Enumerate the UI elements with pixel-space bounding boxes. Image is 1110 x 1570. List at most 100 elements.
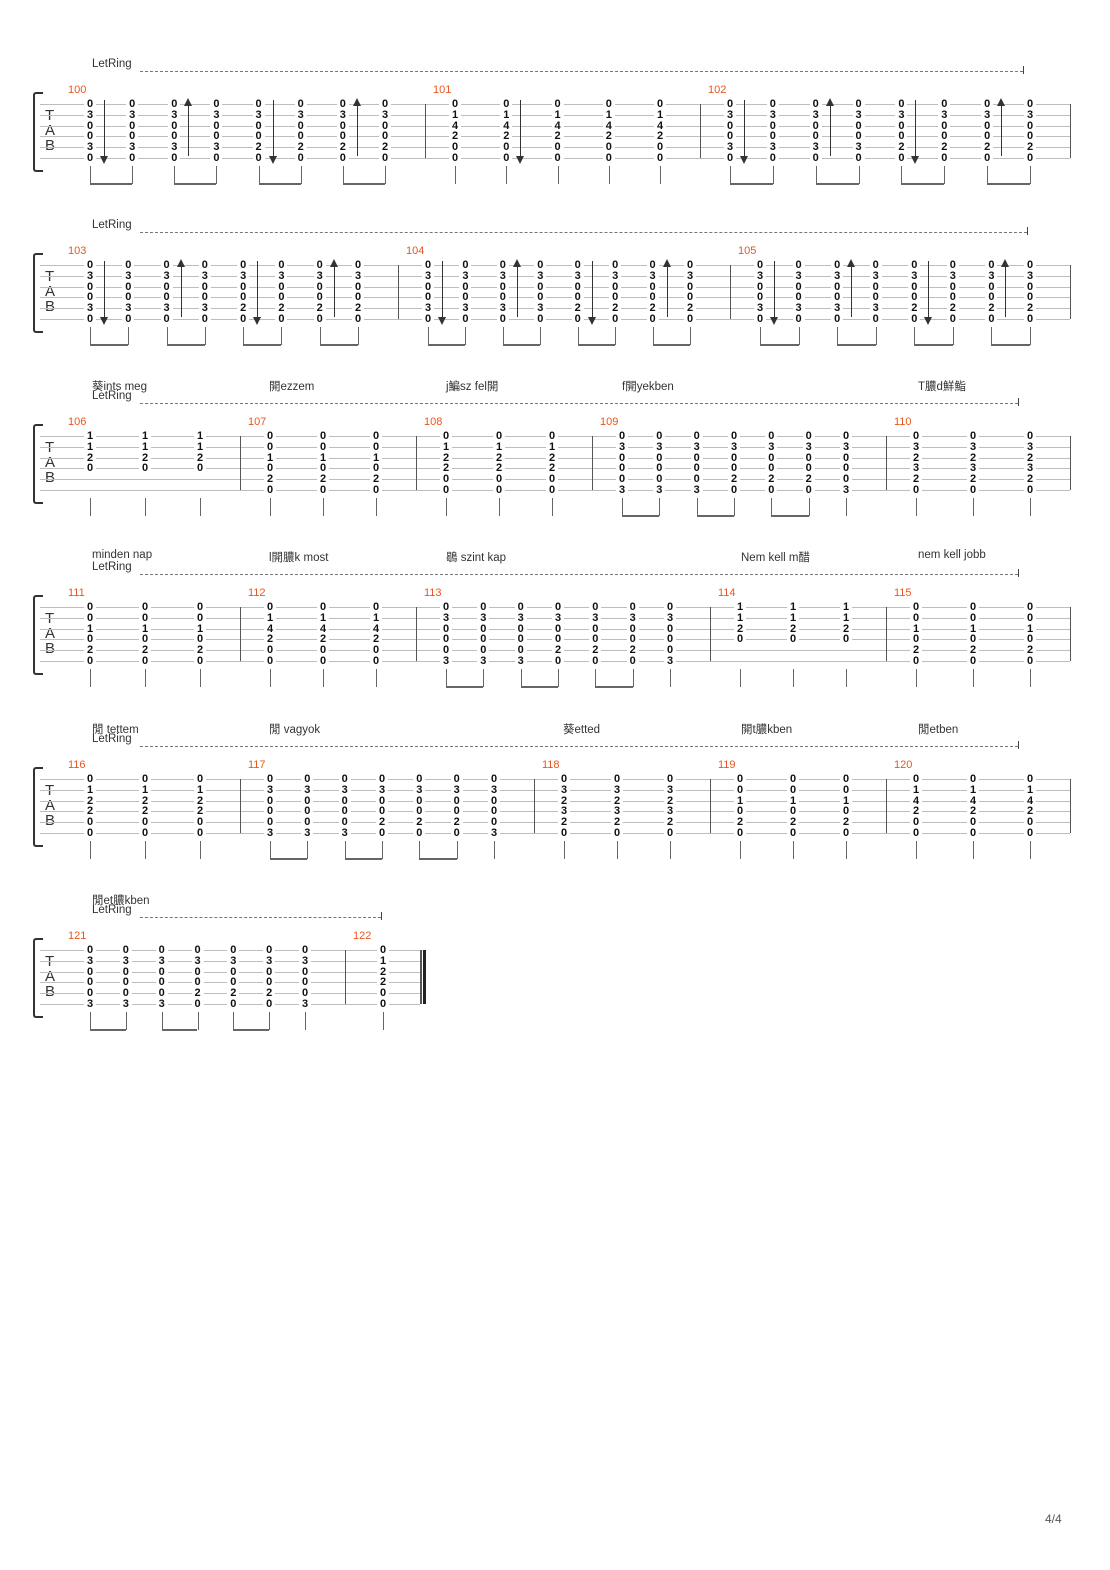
note-stem [128, 327, 130, 345]
fret-number: 3 [84, 271, 96, 282]
fret-number: 0 [552, 624, 564, 635]
fret-number: 2 [908, 303, 921, 314]
fret-number: 0 [626, 634, 639, 645]
fret-number: 2 [413, 817, 426, 828]
fret-number: 0 [139, 828, 151, 839]
note-stem [125, 1012, 127, 1030]
fret-number: 3 [724, 142, 736, 153]
fret-number: 0 [84, 121, 96, 132]
fret-number: 3 [126, 110, 139, 121]
fret-number: 0 [967, 817, 979, 828]
staff-line [40, 308, 1070, 309]
fret-number: 0 [459, 314, 472, 325]
strum-down-arrow-icon [100, 317, 108, 325]
note-stem [428, 327, 429, 345]
fret-number: 3 [616, 485, 628, 496]
fret-number: 2 [275, 303, 288, 314]
fret-number: 0 [336, 153, 349, 164]
fret-number: 0 [84, 977, 96, 988]
fret-number: 0 [558, 774, 570, 785]
fret-number: 0 [754, 282, 766, 293]
fret-number: 3 [168, 110, 181, 121]
fret-number: 0 [301, 796, 314, 807]
barline [886, 436, 887, 490]
fret-number: 0 [477, 602, 490, 613]
fret-number: 2 [370, 634, 382, 645]
fret-number: 0 [84, 131, 96, 142]
fret-number: 2 [336, 142, 349, 153]
fret-number: 0 [263, 967, 276, 978]
fret-number: 0 [664, 624, 676, 635]
fret-number: 3 [119, 956, 132, 967]
fret-number: 3 [413, 785, 426, 796]
fret-number: 3 [653, 442, 666, 453]
note-stem [166, 327, 168, 345]
fret-number: 0 [609, 260, 622, 271]
fret-number: 3 [237, 271, 250, 282]
note-stem [174, 166, 176, 184]
fret-number: 1 [139, 785, 151, 796]
fret-number: 2 [895, 142, 908, 153]
fret-number: 3 [191, 956, 204, 967]
letring-end-mark [381, 912, 382, 920]
fret-number: 3 [534, 303, 547, 314]
fret-number: 3 [792, 271, 805, 282]
fret-number: 0 [514, 624, 527, 635]
strum-line [180, 261, 182, 317]
note-stem [300, 166, 302, 184]
fret-number: 2 [558, 796, 570, 807]
note-stem [382, 841, 383, 859]
fret-number: 4 [449, 121, 461, 132]
lyric-text: l開膿k most [269, 552, 329, 564]
lyric-text: 葵etted [563, 724, 601, 736]
fret-number: 0 [237, 314, 250, 325]
fret-number: 4 [551, 121, 564, 132]
fret-number: 3 [352, 271, 364, 282]
fret-number: 0 [459, 260, 472, 271]
fret-number: 0 [336, 121, 349, 132]
fret-number: 2 [611, 817, 623, 828]
fret-number: 0 [252, 121, 265, 132]
fret-number: 2 [252, 142, 265, 153]
staff-line [40, 779, 1070, 780]
fret-number: 2 [765, 474, 778, 485]
fret-number: 3 [263, 956, 276, 967]
strum-line [666, 261, 668, 317]
fret-number: 0 [493, 474, 505, 485]
note-stem [323, 669, 324, 687]
fret-number: 1 [317, 613, 329, 624]
note-stem [506, 166, 508, 184]
fret-number: 2 [684, 303, 696, 314]
strum-line [356, 100, 358, 156]
note-stem [858, 166, 860, 184]
fret-number: 3 [514, 656, 527, 667]
fret-number: 2 [450, 817, 463, 828]
fret-number: 0 [728, 431, 740, 442]
lyric-text: 閒 vagyok [269, 724, 321, 736]
measure-number: 117 [248, 759, 266, 771]
fret-number: 0 [787, 774, 799, 785]
fret-number: 0 [317, 431, 329, 442]
fret-number: 0 [1024, 282, 1036, 293]
fret-number: 0 [168, 99, 181, 110]
note-beam [760, 344, 799, 346]
fret-number: 0 [910, 613, 922, 624]
fret-number: 0 [264, 431, 276, 442]
measure-number: 104 [406, 245, 425, 257]
note-stem [270, 841, 271, 859]
fret-number: 0 [571, 292, 584, 303]
fret-number: 0 [317, 463, 329, 474]
note-stem [342, 166, 344, 184]
tab-clef-letter: A [45, 625, 56, 642]
note-stem [595, 669, 597, 687]
fret-number: 0 [440, 624, 452, 635]
fret-number: 2 [84, 453, 96, 464]
strum-line [104, 261, 105, 317]
fret-number: 0 [84, 634, 96, 645]
fret-number: 0 [985, 314, 998, 325]
letring-end-mark [1023, 66, 1024, 74]
fret-number: 2 [910, 806, 922, 817]
fret-number: 2 [734, 624, 746, 635]
fret-number: 3 [664, 613, 676, 624]
fret-number: 0 [352, 314, 364, 325]
